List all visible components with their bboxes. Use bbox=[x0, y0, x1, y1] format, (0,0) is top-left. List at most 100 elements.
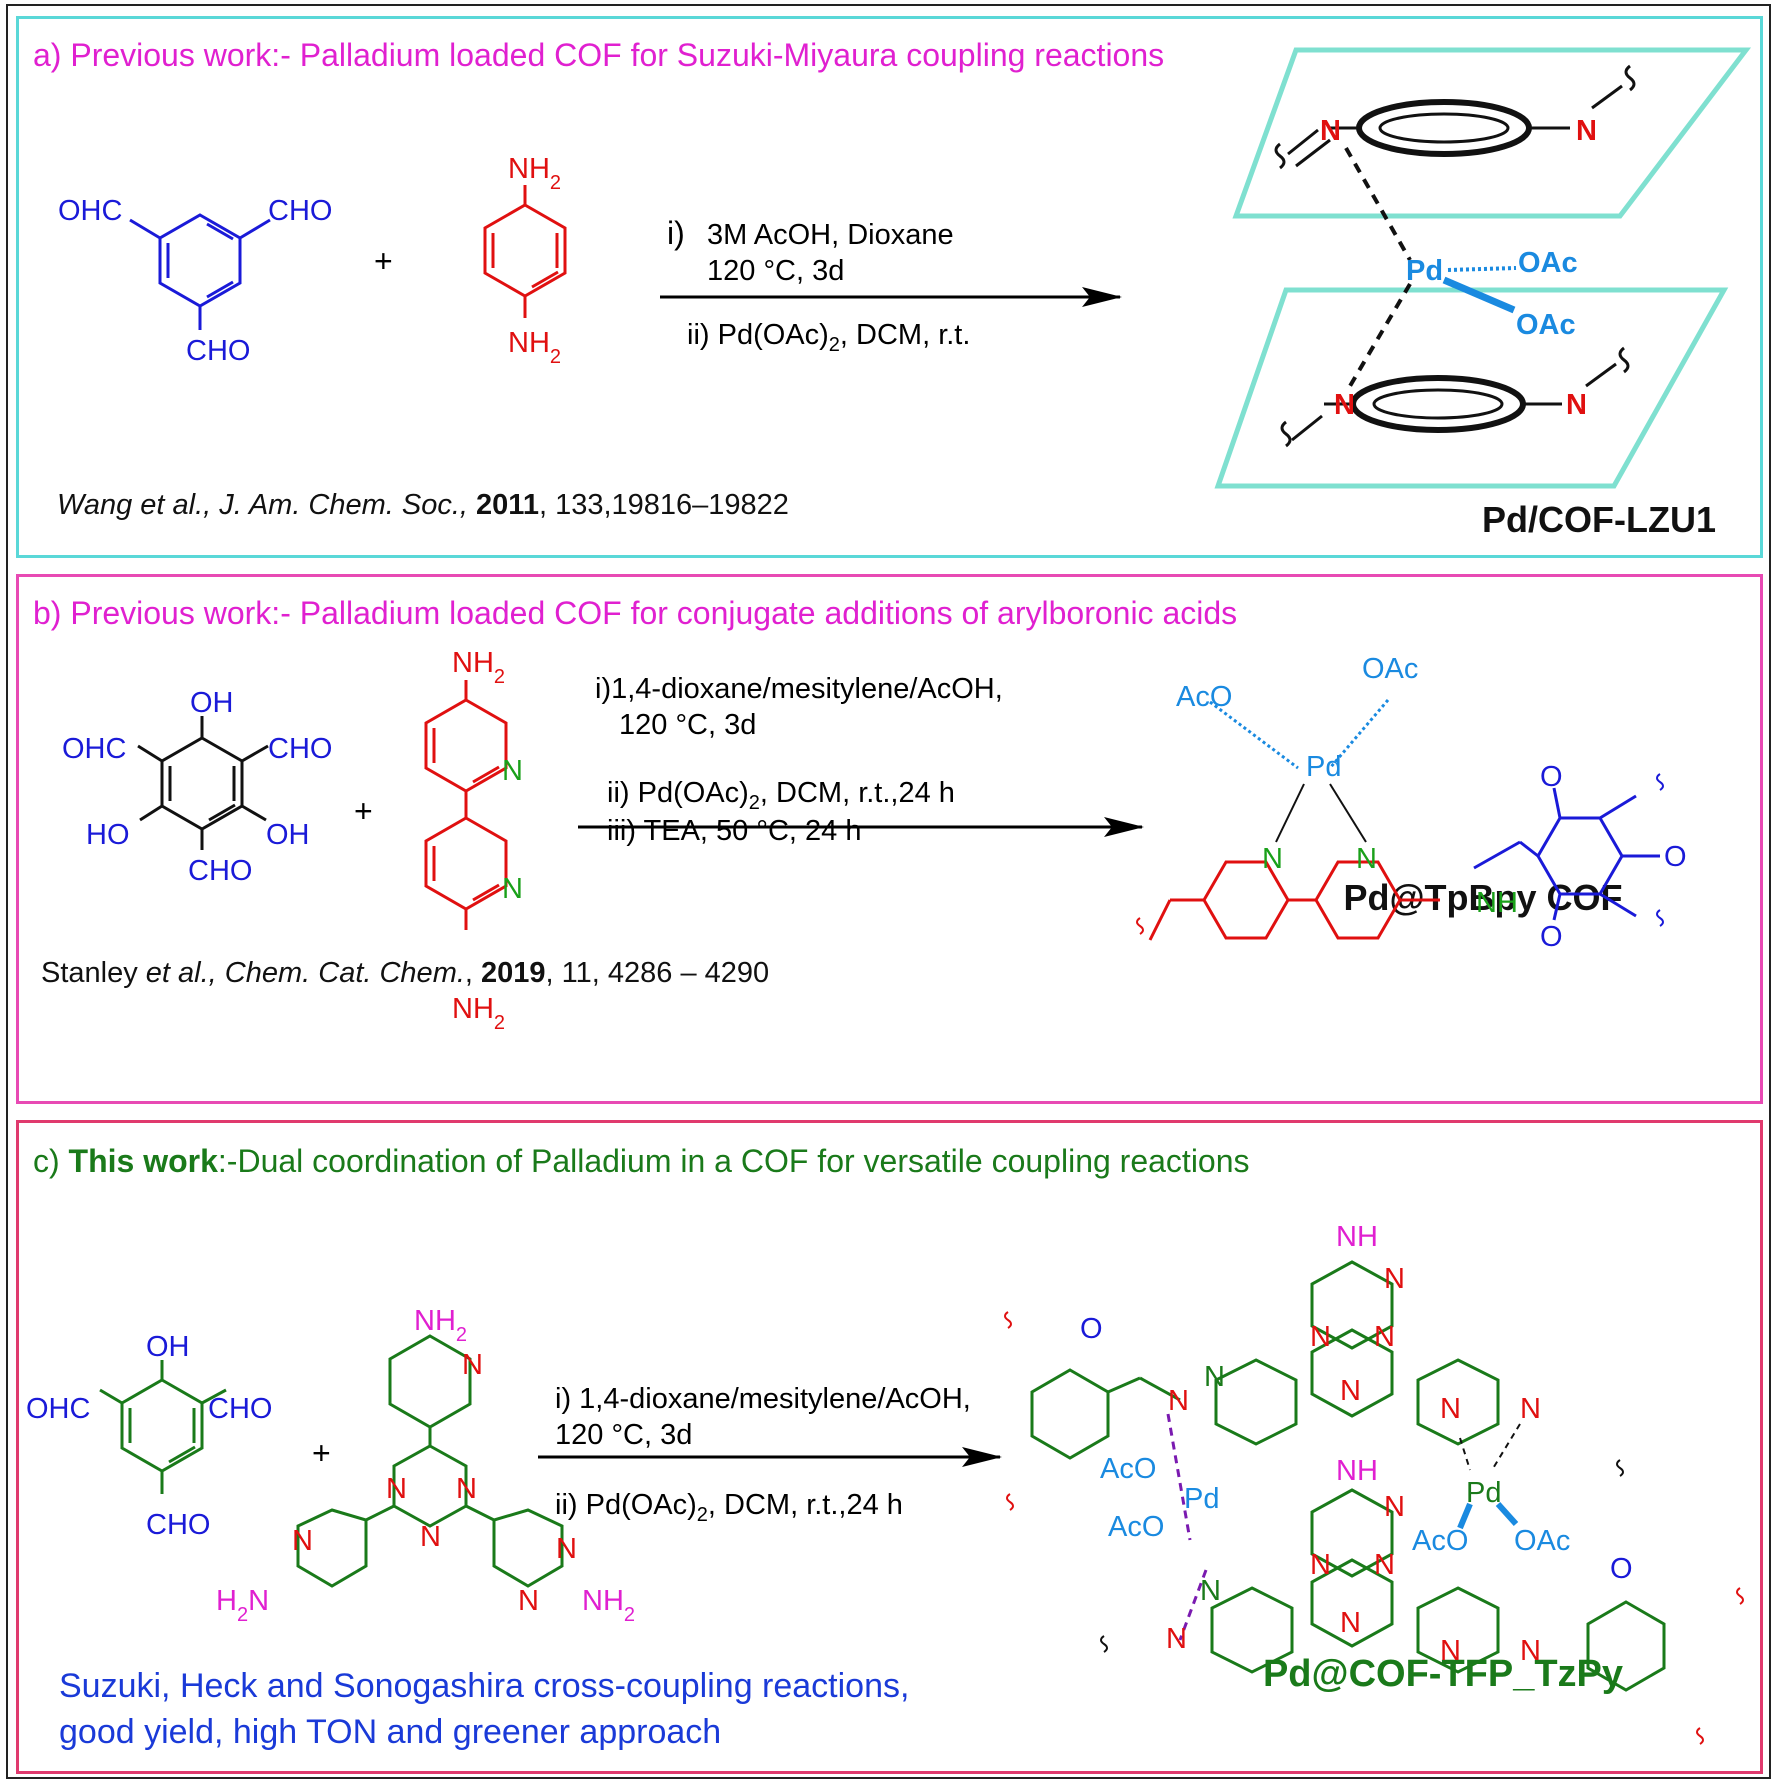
atom-label: N bbox=[1200, 1575, 1221, 1607]
atom-label: O bbox=[1080, 1313, 1103, 1345]
atom-label: N bbox=[1334, 389, 1355, 421]
panel-b-bipyridine-diamine bbox=[424, 680, 508, 930]
panel-c-plus-sign: + bbox=[312, 1435, 331, 1471]
atom-label: NH2 bbox=[582, 1585, 635, 1626]
atom-label: Pd bbox=[1306, 751, 1341, 783]
atom-label: O bbox=[1540, 921, 1563, 953]
panel-a-product bbox=[1214, 47, 1752, 489]
atom-label: N bbox=[1520, 1635, 1541, 1667]
panel-c-reagent2-labels: NH2 N N N N N H2N N N NH2 bbox=[216, 1305, 635, 1626]
panel-a-step1-temperature: 120 °C, 3d bbox=[707, 255, 845, 287]
atom-label: Pd bbox=[1406, 255, 1443, 287]
atom-label: N bbox=[1374, 1321, 1395, 1353]
panel-b-step2-condition: ii) Pd(OAc)2, DCM, r.t.,24 h bbox=[607, 777, 955, 814]
panel-c-heading: c) This work:-Dual coordination of Palla… bbox=[33, 1143, 1250, 1179]
atom-label: N bbox=[502, 873, 523, 905]
panel-c-triazine-triamine bbox=[296, 1334, 564, 1588]
panel-c: c) This work:-Dual coordination of Palla… bbox=[16, 1120, 1763, 1774]
atom-label: N bbox=[1166, 1623, 1187, 1655]
panel-b-step1-condition: i)1,4-dioxane/mesitylene/AcOH, bbox=[595, 673, 1003, 705]
panel-b-step1-temperature: 120 °C, 3d bbox=[619, 709, 757, 741]
panel-b-plus-sign: + bbox=[354, 793, 373, 829]
atom-label: H2N bbox=[216, 1585, 269, 1626]
atom-label: N bbox=[1356, 843, 1377, 875]
panel-c-step1-temperature: 120 °C, 3d bbox=[555, 1419, 693, 1451]
atom-label: OH bbox=[190, 687, 234, 719]
atom-label: OAc bbox=[1362, 653, 1418, 685]
atom-label: N bbox=[556, 1533, 577, 1565]
panel-a-trialdehyde bbox=[129, 213, 271, 330]
atom-label: N bbox=[502, 755, 523, 787]
atom-label: AcO bbox=[1176, 681, 1232, 713]
panel-a-heading: a) Previous work:- Palladium loaded COF … bbox=[33, 37, 1165, 73]
atom-label: CHO bbox=[188, 855, 252, 887]
atom-label: N bbox=[1168, 1385, 1189, 1417]
panel-a-product-name: Pd/COF-LZU1 bbox=[1482, 499, 1716, 540]
panel-a-diamine bbox=[483, 185, 567, 318]
panel-a-product-labels: N N N N Pd OAc OAc bbox=[1320, 115, 1597, 421]
panel-a-reference: Wang et al., J. Am. Chem. Soc., 2011, 13… bbox=[57, 489, 789, 521]
atom-label: NH2 bbox=[508, 153, 561, 194]
atom-label: N bbox=[1320, 115, 1341, 147]
atom-label: N bbox=[1440, 1393, 1461, 1425]
panel-a: a) Previous work:- Palladium loaded COF … bbox=[16, 16, 1763, 558]
panel-c-product-name: Pd@COF-TFP_TzPy bbox=[1262, 1653, 1624, 1695]
atom-label: N bbox=[1340, 1375, 1361, 1407]
atom-label: N bbox=[462, 1349, 483, 1381]
atom-label: OHC bbox=[58, 195, 122, 227]
atom-label: CHO bbox=[146, 1509, 210, 1541]
panel-b: b) Previous work:- Palladium loaded COF … bbox=[16, 574, 1763, 1104]
atom-label: O bbox=[1610, 1553, 1633, 1585]
atom-label: HO bbox=[86, 819, 130, 851]
panel-a-step1-number: i) bbox=[667, 215, 685, 251]
atom-label: OH bbox=[266, 819, 310, 851]
panel-a-trialdehyde-labels: OHC CHO CHO bbox=[58, 195, 332, 367]
atom-label: N bbox=[1384, 1263, 1405, 1295]
atom-label: OHC bbox=[26, 1393, 90, 1425]
atom-label: N bbox=[1310, 1321, 1331, 1353]
atom-label: N bbox=[420, 1521, 441, 1553]
atom-label: NH bbox=[1476, 887, 1518, 919]
panel-a-diamine-labels: NH2 NH2 bbox=[508, 153, 561, 368]
atom-label: AcO bbox=[1100, 1453, 1156, 1485]
atom-label: AcO bbox=[1108, 1511, 1164, 1543]
atom-label: NH bbox=[1336, 1455, 1378, 1487]
panel-c-footer-line1: Suzuki, Heck and Sonogashira cross-coupl… bbox=[59, 1667, 910, 1705]
atom-label: N bbox=[1384, 1491, 1405, 1523]
atom-label: OHC bbox=[62, 733, 126, 765]
atom-label: AcO bbox=[1412, 1525, 1468, 1557]
atom-label: OH bbox=[146, 1331, 190, 1363]
panel-b-bipyridine-labels: NH2 N N NH2 bbox=[452, 647, 523, 1034]
panel-c-footer-line2: good yield, high TON and greener approac… bbox=[59, 1713, 722, 1751]
panel-a-step2-condition: ii) Pd(OAc)2, DCM, r.t. bbox=[687, 319, 971, 356]
panel-b-product bbox=[1136, 699, 1664, 941]
atom-label: N bbox=[456, 1473, 477, 1505]
figure-frame bbox=[6, 4, 1771, 1779]
atom-label: N bbox=[1440, 1635, 1461, 1667]
panel-b-tp-labels: OH OHC CHO HO OH CHO bbox=[62, 687, 332, 887]
panel-c-product-labels: O N N NH N N N N N N Pd AcO OAc AcO AcO … bbox=[1080, 1221, 1633, 1667]
atom-label: N bbox=[1204, 1361, 1225, 1393]
atom-label: O bbox=[1664, 841, 1687, 873]
atom-label: N bbox=[1262, 843, 1283, 875]
panel-c-reagent1-labels: OH OHC CHO CHO bbox=[26, 1331, 272, 1541]
atom-label: CHO bbox=[208, 1393, 272, 1425]
atom-label: N bbox=[1310, 1549, 1331, 1581]
panel-b-product-labels: AcO OAc Pd N N NH O O O bbox=[1176, 653, 1687, 953]
atom-label: N bbox=[292, 1525, 313, 1557]
panel-b-reference: Stanley et al., Chem. Cat. Chem., 2019, … bbox=[41, 957, 770, 989]
atom-label: OAc bbox=[1514, 1525, 1570, 1557]
atom-label: NH2 bbox=[452, 647, 505, 688]
atom-label: N bbox=[518, 1585, 539, 1617]
atom-label: NH2 bbox=[452, 993, 505, 1034]
atom-label: NH2 bbox=[508, 327, 561, 368]
atom-label: N bbox=[1374, 1549, 1395, 1581]
atom-label: OAc bbox=[1518, 247, 1578, 279]
atom-label: NH bbox=[1336, 1221, 1378, 1253]
panel-b-triformylphloroglucinol bbox=[137, 716, 269, 850]
panel-c-hydroxy-trialdehyde bbox=[99, 1360, 227, 1494]
panel-b-step3-condition: iii) TEA, 50 °C, 24 h bbox=[607, 815, 862, 847]
atom-label: CHO bbox=[268, 195, 332, 227]
atom-label: N bbox=[1566, 389, 1587, 421]
